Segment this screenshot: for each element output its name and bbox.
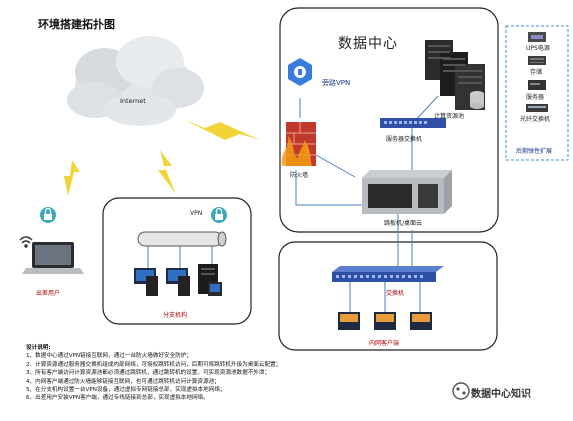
legend-fiber-switch-label: 光纤交换机 [520,116,551,123]
notes-heading: 设计说明: [26,345,51,351]
branch-label: 分支机构 [163,312,188,319]
note-line: 2、计算资源通过服务器交换机组成内部网络，可授权跳转机访问，后期可将跳转机升级为… [26,361,282,368]
compute-pool-label: 计算资源池 [434,113,465,120]
design-notes: 设计说明: 1、数据中心通过VPN链接互联网，通过一台防火墙做好安全防护； 2、… [26,344,281,403]
bolt-dc-link [185,120,260,140]
remote-user-label: 出差用户 [36,290,61,297]
legend-frame [505,25,569,161]
firewall-icon [281,122,316,166]
fiber-switch-icon [526,104,548,112]
link-firewall-lan [295,170,399,272]
datacenter-title: 数据中心 [338,36,398,52]
server-switch-label: 服务器交换机 [386,136,423,143]
note-line: 1、数据中心通过VPN链接互联网，通过一台防火墙做好安全防护； [26,353,192,360]
server-switch-icon [380,118,446,128]
storage-icon [528,56,546,65]
server-icon [528,80,546,90]
note-line: 3、所有客户端访问计算资源池都必须通过跳转机，通过跳转机的设置，可实现资源池数据… [26,370,271,377]
bypass-vpn-label: 旁路VPN [322,79,351,87]
datacenter-frame [279,7,499,233]
note-line: 6、出差用户安装VPN客户端，通过专线链接到总部，实现虚拟本地网络。 [26,395,209,402]
legend-footer: 后期弹性扩展 [516,148,553,155]
watermark-text: 数据中心知识 [471,389,531,400]
jump-host-icon [362,170,452,214]
note-line: 5、在分支机构设置一台VPN设备，通过虚拟专网链接总部，实现虚拟本地网络； [26,387,226,394]
lock-icon-remote [40,207,56,223]
bolt-remote-link [64,160,80,196]
jump-host-label: 跳板机/桌面云 [384,220,423,227]
wifi-icon [19,236,33,248]
branch-vpn-label: VPN [190,210,203,217]
branch-frame [102,197,252,325]
lan-clients-label: 内网客户端 [369,340,400,347]
laptop-icon [22,242,84,274]
lan-switch-label: 交换机 [386,290,405,297]
branch-workstation-icon [134,264,222,296]
branch-bus-pipe [137,231,227,247]
note-line: 4、内网客户端通过防火墙能够链接互联网，也可通过跳转机访问计算资源池； [26,378,220,385]
bypass-vpn-icon [288,58,312,86]
legend-ups-label: UPS电源 [526,45,550,52]
compute-pool-icon [425,40,485,110]
lock-icon-branch [211,207,227,223]
page-title: 环境搭建拓扑图 [38,18,115,31]
bolt-branch-link [158,150,176,194]
lan-client-icon [338,312,432,330]
internet-cloud-icon [67,36,204,126]
watermark-logo-icon [452,382,470,400]
ups-icon [528,32,546,42]
lan-switch-icon [332,266,444,282]
firewall-label: 防火墙 [290,172,309,179]
internet-label: Internet [120,97,146,105]
legend-storage-label: 存储 [530,69,543,76]
legend-server-label: 服务器 [526,94,545,101]
lan-frame [278,241,498,351]
